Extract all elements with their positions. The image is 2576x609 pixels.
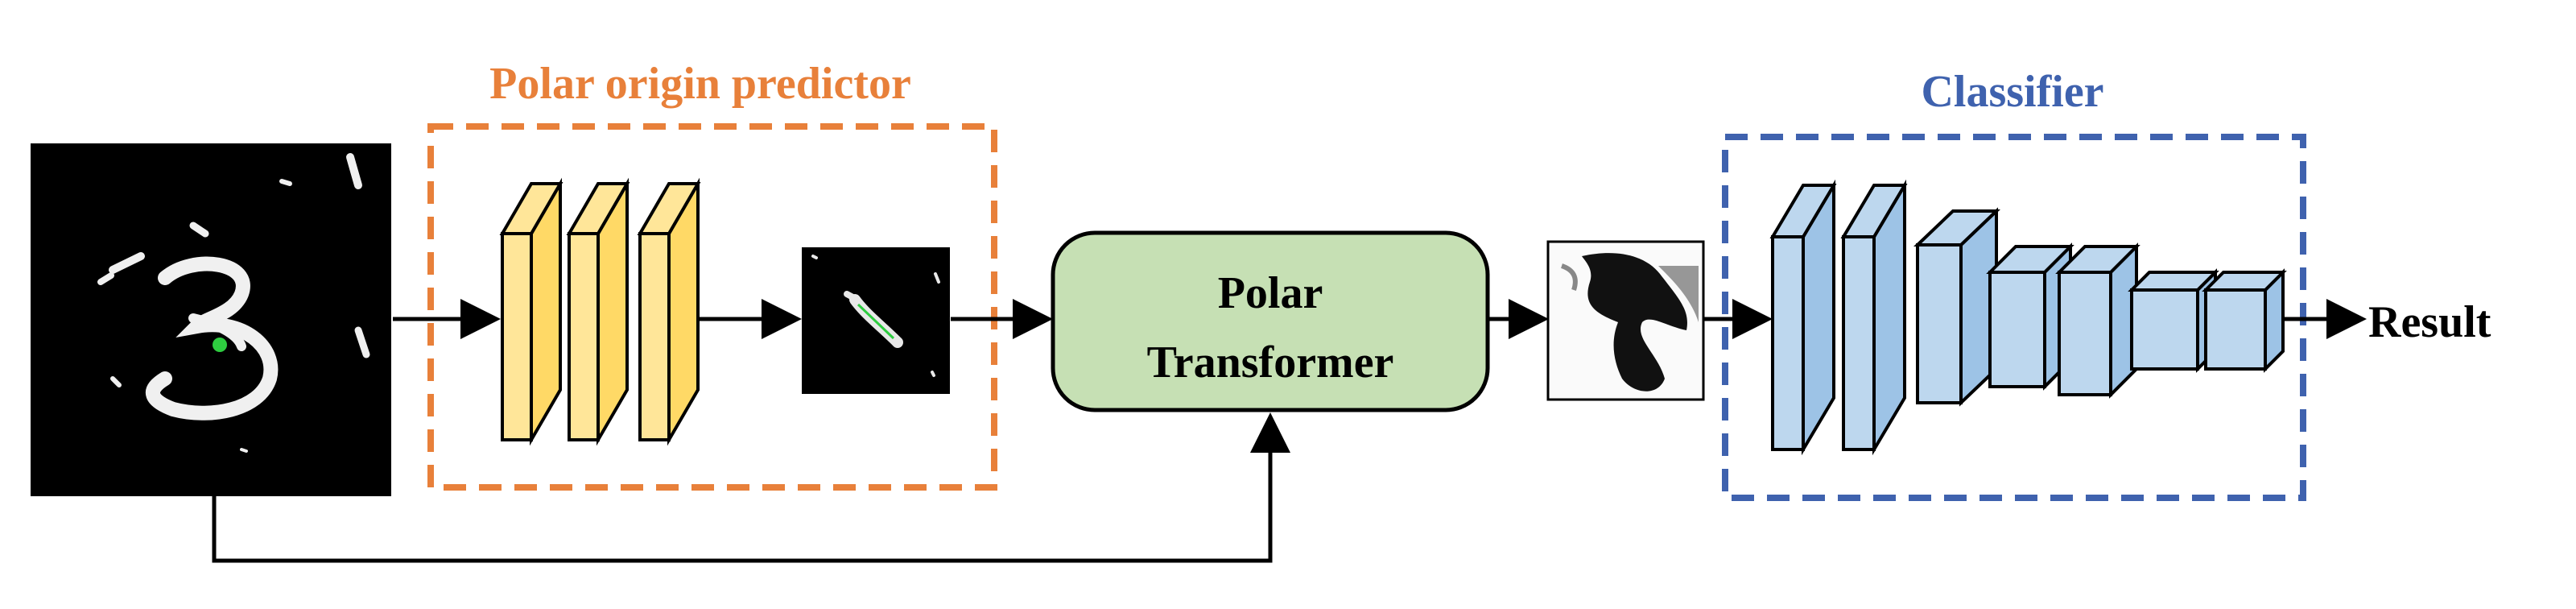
- conv-block-2: [566, 177, 630, 446]
- result-label: Result: [2368, 297, 2491, 347]
- classifier-block-2: [1840, 179, 1908, 456]
- polar-transformer-label-line2: Transformer: [1147, 338, 1394, 387]
- polar-transformer-box: [1051, 230, 1490, 412]
- origin-heatmap-image: [802, 247, 950, 394]
- classifier-block-6: [2128, 268, 2219, 373]
- conv-block-1: [499, 177, 564, 446]
- conv-block-3: [637, 177, 701, 446]
- classifier-block-7: [2202, 268, 2287, 373]
- polar-origin-dot: [213, 338, 227, 352]
- connector-arrows: [212, 299, 2367, 563]
- classifier-block-3: [1913, 207, 2000, 407]
- polar-origin-predictor-label: Polar origin predictor: [489, 59, 911, 109]
- polar-transformer-label-line1: Polar: [1218, 268, 1323, 318]
- classifier-label: Classifier: [1921, 67, 2103, 117]
- polar-origin-predictor-box: [427, 123, 997, 491]
- classifier-block-5: [2055, 242, 2140, 399]
- input-image: [31, 143, 391, 496]
- predictor-conv-layers: [499, 177, 701, 446]
- classifier-block-1: [1769, 179, 1837, 456]
- classifier-layers: [1769, 179, 2287, 456]
- polar-transformed-image: [1546, 240, 1705, 401]
- arrow-input-to-transformer-skip: [212, 412, 1290, 563]
